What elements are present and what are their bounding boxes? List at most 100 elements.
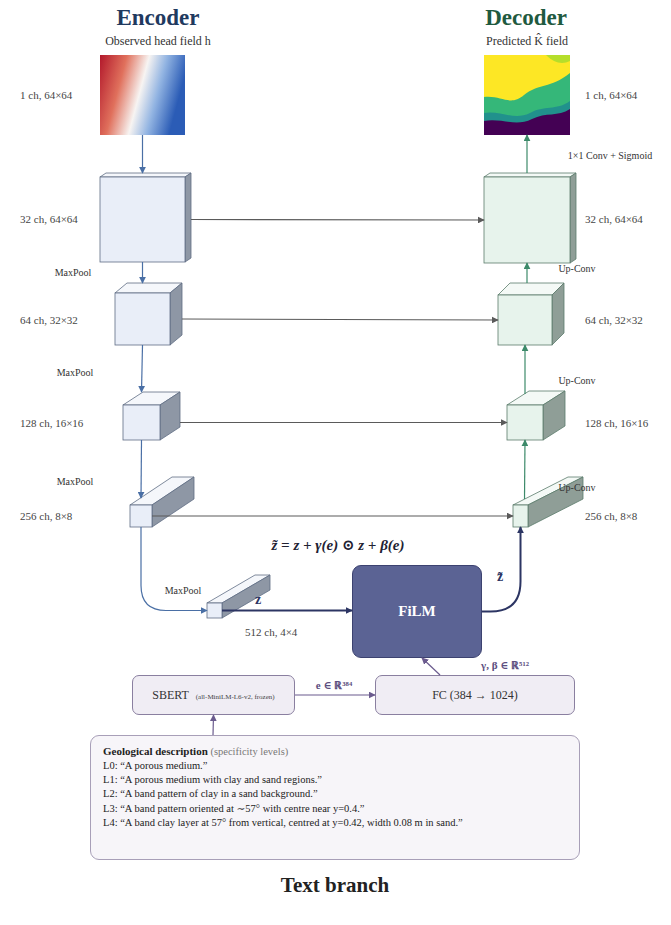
edge-label: MaxPool bbox=[165, 585, 202, 596]
sbert-box: SBERT (all-MiniLM-L6-v2, frozen) bbox=[132, 675, 295, 715]
feature-map-prism bbox=[115, 283, 182, 345]
node-text: (specificity levels) bbox=[210, 746, 288, 757]
feature-map-prism bbox=[100, 173, 191, 262]
node-text: Geological description bbox=[103, 745, 208, 757]
node-text: L0: “A porous medium.” bbox=[103, 760, 207, 771]
prism-front-face bbox=[484, 177, 570, 263]
edge-label: z̃ bbox=[497, 569, 503, 585]
feature-map-prism bbox=[498, 283, 564, 345]
branch-title: Text branch bbox=[281, 873, 389, 898]
connector-arrow bbox=[482, 527, 521, 612]
connector-arrow bbox=[524, 345, 525, 394]
description-box: Geological description (specificity leve… bbox=[90, 735, 580, 860]
edge-label: z bbox=[255, 592, 261, 608]
node-text: L4: “A band clay layer at 57° from verti… bbox=[103, 817, 463, 828]
connector-arrow bbox=[222, 610, 352, 612]
predicted-k-field: 1 ch, 64×64 bbox=[484, 55, 570, 135]
size-label: 128 ch, 16×16 bbox=[20, 417, 83, 429]
prism-front-face bbox=[115, 293, 170, 345]
node-text: (all-MiniLM-L6-v2, frozen) bbox=[196, 693, 275, 701]
node-text: FiLM bbox=[398, 603, 436, 619]
size-label: 64 ch, 32×32 bbox=[20, 314, 78, 326]
edge-label: 1×1 Conv + Sigmoid bbox=[568, 150, 652, 161]
text-line: FiLM bbox=[398, 603, 436, 620]
size-label: 1 ch, 64×64 bbox=[20, 89, 72, 101]
edge-label: Up-Conv bbox=[558, 482, 595, 493]
column-title: Decoder bbox=[485, 5, 567, 31]
prism-front-face bbox=[513, 505, 528, 527]
connector-arrow bbox=[526, 263, 527, 283]
prism-side-face bbox=[543, 391, 565, 440]
film-box: FiLM bbox=[352, 565, 482, 658]
feature-map-prism bbox=[484, 173, 576, 263]
prism-front-face bbox=[207, 603, 222, 618]
size-label: 32 ch, 64×64 bbox=[20, 213, 78, 225]
connector-arrow bbox=[212, 715, 214, 735]
feature-map-prism bbox=[507, 391, 565, 440]
edge-label: γ, β ∈ ℝ⁵¹² bbox=[481, 657, 529, 672]
text-line: L0: “A porous medium.” bbox=[103, 760, 207, 771]
connector-arrow bbox=[142, 262, 143, 283]
connector-arrow bbox=[180, 422, 507, 423]
decoder-block: 64 ch, 32×32 bbox=[498, 295, 552, 345]
prism-front-face bbox=[123, 405, 160, 440]
input-head-field: 1 ch, 64×64 bbox=[100, 55, 185, 135]
connector-arrow bbox=[422, 658, 440, 675]
film-equation: z̃ = z + γ(e) ⊙ z + β(e) bbox=[272, 536, 405, 554]
text-line: L2: “A band pattern of clay in a sand ba… bbox=[103, 788, 318, 799]
size-label: 32 ch, 64×64 bbox=[585, 213, 643, 225]
encoder-block: 32 ch, 64×64 bbox=[100, 177, 185, 262]
prism-side-face bbox=[552, 283, 564, 345]
fc-box: FC (384 → 1024) bbox=[375, 675, 575, 715]
size-label: 512 ch, 4×4 bbox=[245, 626, 297, 638]
prism-front-face bbox=[507, 405, 543, 440]
text-line: L3: “A band pattern oriented at ∼57° wit… bbox=[103, 802, 365, 814]
prism-side-face bbox=[160, 392, 180, 440]
heatmap-image bbox=[484, 55, 570, 135]
edge-label: MaxPool bbox=[55, 267, 92, 278]
connector-arrow bbox=[182, 319, 498, 320]
text-line: Geological description (specificity leve… bbox=[103, 745, 288, 757]
node-text: L2: “A band pattern of clay in a sand ba… bbox=[103, 788, 318, 799]
connector-arrow bbox=[295, 694, 375, 695]
heatmap-image bbox=[100, 55, 185, 135]
text-line: FC (384 → 1024) bbox=[432, 688, 518, 703]
size-label: 256 ch, 8×8 bbox=[20, 510, 72, 522]
size-label: 128 ch, 16×16 bbox=[585, 417, 648, 429]
prism-side-face bbox=[222, 575, 270, 618]
prism-side-face bbox=[170, 283, 182, 345]
text-line: SBERT (all-MiniLM-L6-v2, frozen) bbox=[152, 688, 274, 703]
text-line: L4: “A band clay layer at 57° from verti… bbox=[103, 817, 463, 828]
connector-arrow bbox=[524, 440, 526, 499]
prism-top-face bbox=[100, 173, 191, 177]
column-subtitle: Predicted K̂ field bbox=[486, 34, 568, 49]
edge-label: MaxPool bbox=[57, 367, 94, 378]
prism-side-face bbox=[570, 173, 576, 263]
size-label: 1 ch, 64×64 bbox=[585, 89, 637, 101]
prism-front-face bbox=[100, 177, 185, 262]
connector-arrow bbox=[142, 345, 143, 392]
connector-arrow bbox=[191, 219, 484, 221]
text-line: L1: “A porous medium with clay and sand … bbox=[103, 774, 322, 785]
node-text: L3: “A band pattern oriented at ∼57° wit… bbox=[103, 803, 365, 814]
decoder-block: 256 ch, 8×8 bbox=[513, 505, 528, 527]
encoder-block: 128 ch, 16×16 bbox=[123, 405, 160, 440]
edge-label: Up-Conv bbox=[558, 263, 595, 274]
connector-arrow bbox=[142, 135, 143, 173]
size-label: 256 ch, 8×8 bbox=[585, 510, 637, 522]
node-text: SBERT bbox=[152, 688, 188, 702]
prism-top-face bbox=[484, 173, 576, 177]
column-title: Encoder bbox=[116, 5, 199, 31]
connector-arrow bbox=[141, 527, 207, 611]
node-text: L1: “A porous medium with clay and sand … bbox=[103, 774, 322, 785]
encoder-block: 256 ch, 8×8 bbox=[130, 505, 152, 527]
encoder-block: 64 ch, 32×32 bbox=[115, 293, 170, 345]
feature-map-prism bbox=[123, 392, 180, 440]
column-subtitle: Observed head field h bbox=[105, 34, 211, 49]
size-label: 64 ch, 32×32 bbox=[585, 314, 643, 326]
connector-arrow bbox=[526, 135, 527, 173]
node-text: FC (384 → 1024) bbox=[432, 688, 518, 702]
prism-front-face bbox=[498, 295, 552, 345]
